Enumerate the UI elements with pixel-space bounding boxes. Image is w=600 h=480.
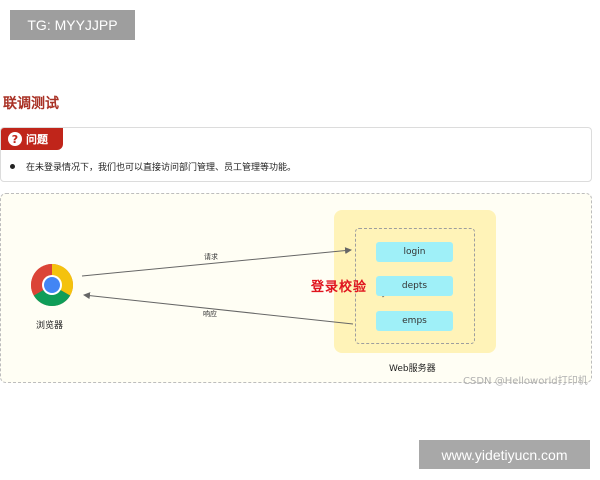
request-arrow bbox=[81, 247, 352, 277]
diagram-arrows bbox=[30, 247, 386, 325]
problem-bullet: 在未登录情况下，我们也可以直接访问部门管理、员工管理等功能。 bbox=[10, 160, 296, 173]
service-emps: emps bbox=[376, 311, 453, 331]
service-depts: depts bbox=[376, 276, 453, 296]
chrome-icon bbox=[30, 264, 74, 307]
login-filter-boundary bbox=[355, 228, 475, 344]
csdn-watermark: CSDN @Helloworld打印机 bbox=[463, 376, 588, 387]
service-login: login bbox=[376, 242, 453, 262]
bullet-dot-icon bbox=[10, 164, 15, 169]
problem-box: ? 问题 在未登录情况下，我们也可以直接访问部门管理、员工管理等功能。 bbox=[0, 127, 592, 182]
response-arrow bbox=[83, 292, 354, 325]
web-server-label: Web服务器 bbox=[389, 364, 436, 374]
browser-label: 浏览器 bbox=[36, 321, 64, 331]
architecture-diagram: 浏览器 请求 响应 login depts emps 登录校验 Web服务器 C… bbox=[0, 193, 592, 387]
problem-bullet-text: 在未登录情况下，我们也可以直接访问部门管理、员工管理等功能。 bbox=[26, 163, 297, 173]
login-check-annotation: 登录校验 bbox=[311, 280, 368, 295]
problem-tag: ? 问题 bbox=[1, 128, 63, 150]
response-label: 响应 bbox=[203, 310, 217, 318]
question-icon: ? bbox=[8, 132, 22, 146]
problem-tag-label: 问题 bbox=[26, 133, 48, 146]
section-title: 联调测试 bbox=[3, 96, 59, 112]
watermark-tg: TG: MYYJJPP bbox=[10, 10, 135, 40]
request-label: 请求 bbox=[204, 253, 218, 261]
watermark-url: www.yidetiyucn.com bbox=[419, 440, 590, 469]
